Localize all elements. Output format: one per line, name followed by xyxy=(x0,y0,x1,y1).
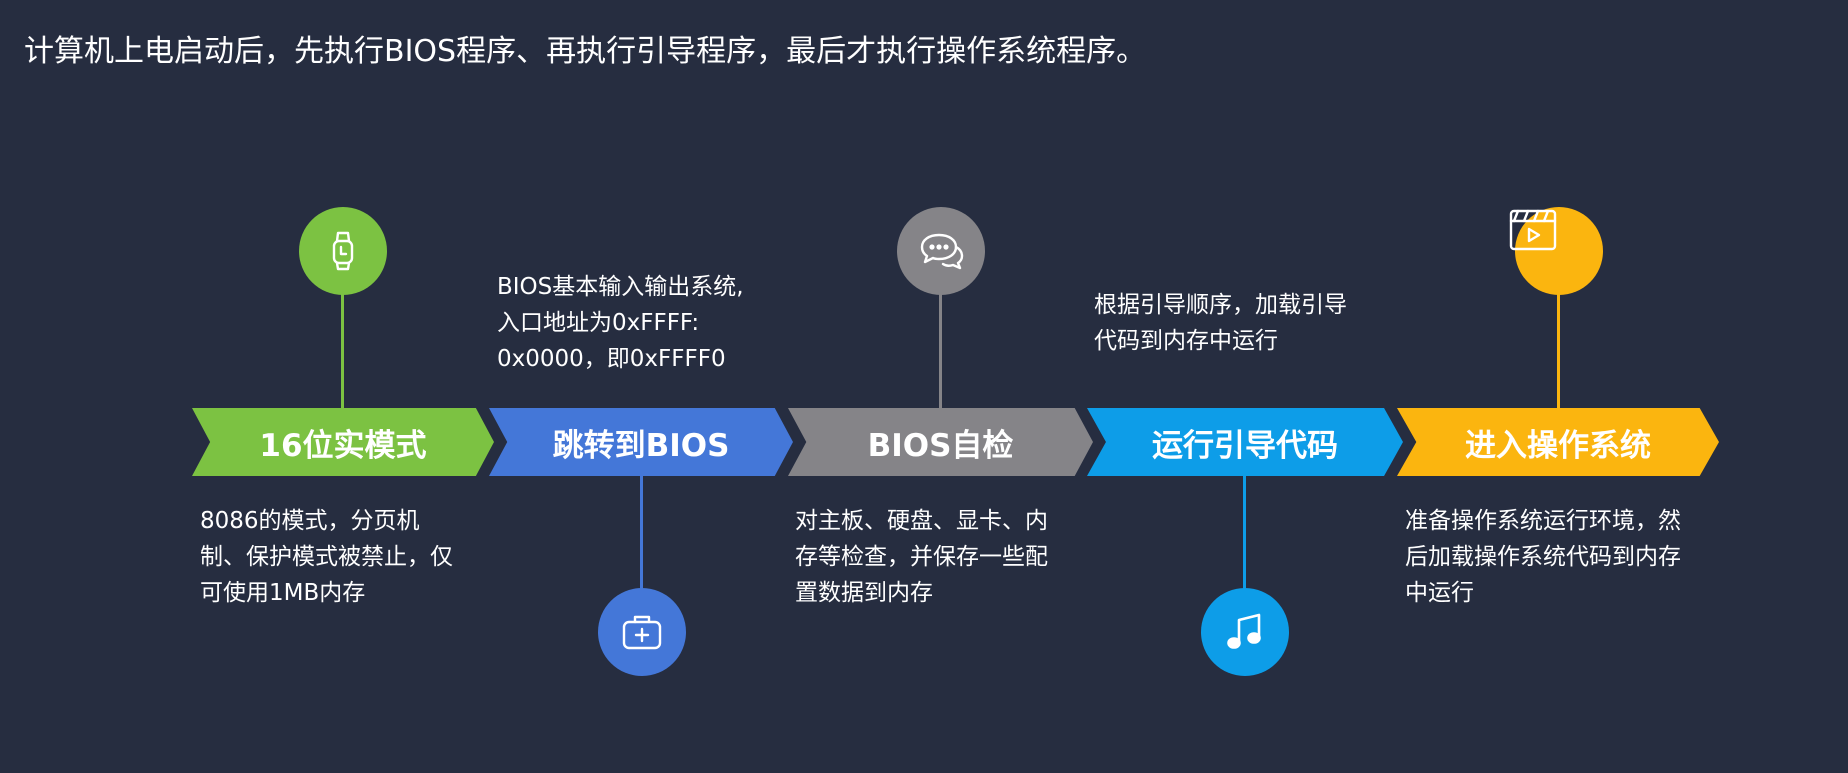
step-2-stem xyxy=(640,474,643,590)
step-1-arrow: 16位实模式 xyxy=(192,408,494,476)
briefcase-icon xyxy=(622,615,662,650)
step-2-icon-circle xyxy=(598,588,686,676)
step-3-description: 对主板、硬盘、显卡、内 存等检查，并保存一些配 置数据到内存 xyxy=(795,508,1048,606)
step-1-label: 16位实模式 xyxy=(259,427,427,464)
step-4-label: 运行引导代码 xyxy=(1152,427,1338,464)
step-4-stem xyxy=(1243,474,1246,590)
step-3-label: BIOS自检 xyxy=(867,427,1014,464)
step-4-icon-circle xyxy=(1201,588,1289,676)
step-2-arrow: 跳转到BIOS xyxy=(489,408,793,476)
step-3-arrow: BIOS自检 xyxy=(788,408,1093,476)
step-3-icon-circle xyxy=(897,207,985,295)
step-5-stem xyxy=(1557,293,1560,409)
page-title: 计算机上电启动后，先执行BIOS程序、再执行引导程序，最后才执行操作系统程序。 xyxy=(24,34,1147,69)
step-1-stem xyxy=(341,293,344,409)
video-clapper-icon xyxy=(1509,209,1557,251)
step-5-description: 准备操作系统运行环境，然 后加载操作系统代码到内存 中运行 xyxy=(1405,508,1681,606)
step-1-description: 8086的模式，分页机 制、保护模式被禁止，仅 可使用1MB内存 xyxy=(200,508,453,606)
music-note-icon xyxy=(1227,613,1261,649)
step-5-arrow: 进入操作系统 xyxy=(1397,408,1719,476)
chat-bubbles-icon xyxy=(920,233,964,270)
step-2-label: 跳转到BIOS xyxy=(552,427,730,464)
step-2-description: BIOS基本输入输出系统, 入口地址为0xFFFF: 0x0000，即0xFFF… xyxy=(497,274,744,372)
watch-icon xyxy=(332,231,354,271)
step-5-label: 进入操作系统 xyxy=(1465,427,1651,464)
step-4-description: 根据引导顺序，加载引导 代码到内存中运行 xyxy=(1094,292,1347,354)
step-4-arrow: 运行引导代码 xyxy=(1087,408,1403,476)
step-1-icon-circle xyxy=(299,207,387,295)
step-3-stem xyxy=(939,293,942,409)
